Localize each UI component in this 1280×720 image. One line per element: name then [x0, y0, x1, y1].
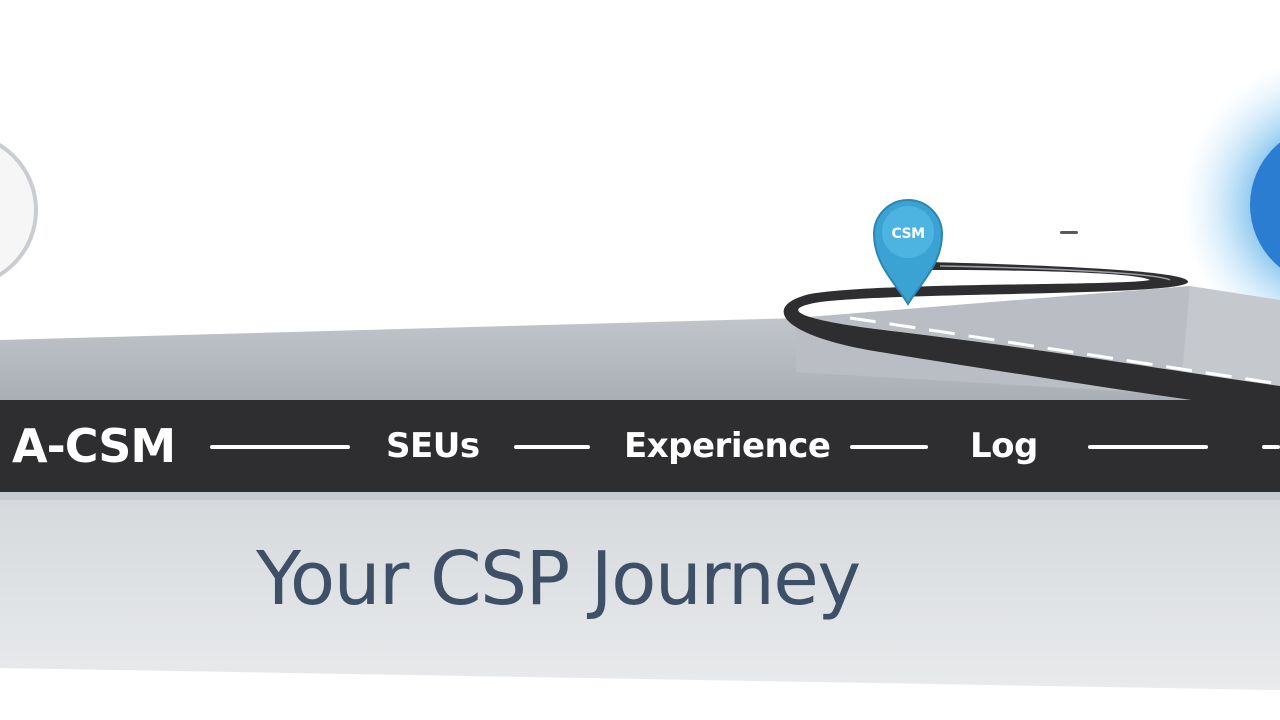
map-pin-icon [872, 199, 944, 306]
winding-road [783, 262, 1280, 412]
stage-label-seus: SEUs [386, 426, 480, 466]
platform-front [0, 492, 1280, 690]
road-dash [850, 445, 928, 449]
right-glow-orb [1180, 63, 1280, 347]
road-edge-line [939, 265, 1171, 281]
stage-label-experience: Experience [624, 426, 831, 466]
page-headline: Your CSP Journey [256, 536, 861, 622]
left-circle-badge [0, 143, 38, 277]
road-dash [210, 445, 350, 449]
small-dash-mark [1060, 231, 1078, 234]
stage-label-log: Log [970, 426, 1038, 466]
platform-front-edge [0, 492, 1280, 500]
pin-label: CSM [891, 226, 925, 242]
stage-label-a-csm: A-CSM [12, 419, 176, 473]
road-dash [1262, 445, 1280, 449]
road-dash [514, 445, 590, 449]
road-dash [1088, 445, 1208, 449]
road-center-dashes [849, 316, 1280, 386]
